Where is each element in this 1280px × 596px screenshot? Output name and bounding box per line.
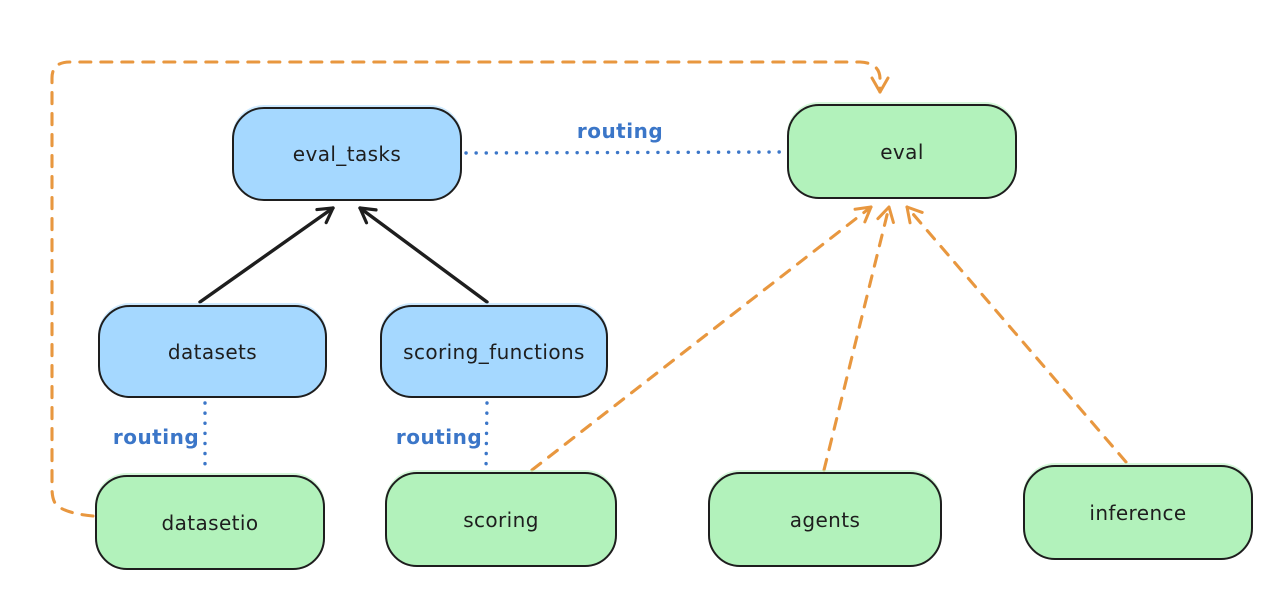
edge-agents-eval-arrow — [822, 205, 895, 472]
node-agents-label: agents — [789, 507, 861, 532]
node-datasetio[interactable]: datasetio — [95, 475, 325, 570]
edge-label-routing-top: routing — [576, 119, 664, 143]
node-eval-tasks-label: eval_tasks — [292, 142, 402, 166]
edge-datasets-evaltasks-arrow — [198, 206, 335, 304]
node-scoring-label: scoring — [463, 507, 539, 532]
node-agents[interactable]: agents — [708, 472, 942, 567]
edge-scoringfunctions-scoring-routing — [484, 401, 489, 470]
edge-evaltasks-eval-routing — [464, 150, 784, 155]
node-inference-label: inference — [1089, 500, 1187, 525]
node-datasetio-label: datasetio — [161, 510, 259, 535]
node-eval-label: eval — [880, 139, 924, 164]
node-datasets[interactable]: datasets — [98, 305, 327, 398]
edge-label-routing-scoring: routing — [395, 425, 483, 449]
node-scoring[interactable]: scoring — [385, 472, 617, 567]
edge-scoringfunctions-evaltasks-arrow — [358, 206, 489, 304]
edge-label-routing-datasets: routing — [112, 425, 200, 449]
node-scoring-functions-label: scoring_functions — [403, 339, 585, 364]
node-scoring-functions[interactable]: scoring_functions — [380, 305, 608, 398]
node-eval-tasks[interactable]: eval_tasks — [232, 107, 462, 201]
node-inference[interactable]: inference — [1023, 465, 1253, 560]
edge-inference-eval-arrow — [905, 205, 1128, 464]
node-datasets-label: datasets — [167, 339, 258, 364]
node-eval[interactable]: eval — [787, 104, 1017, 199]
